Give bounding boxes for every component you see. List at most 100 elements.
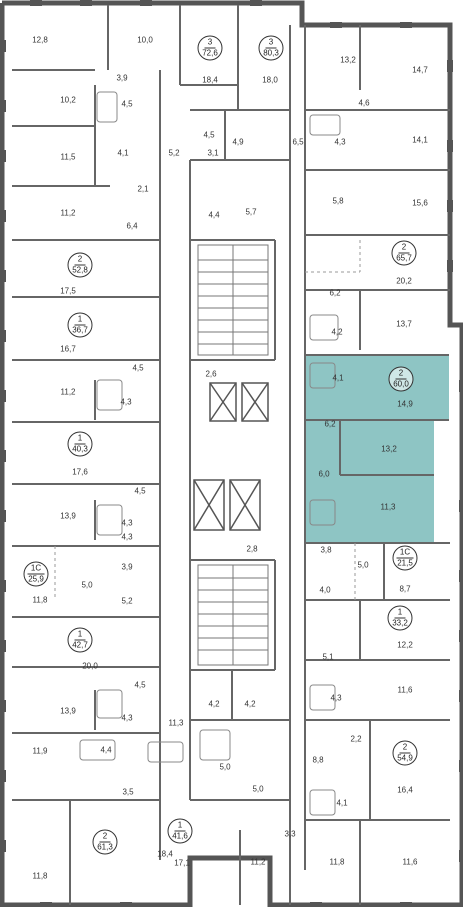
room-area-label: 4,2 <box>208 699 220 709</box>
apartment-rooms: 2 <box>399 743 411 754</box>
room-area-label: 6,0 <box>318 469 330 479</box>
room-area-label: 13,9 <box>60 706 76 716</box>
apartment-area: 72,6 <box>202 48 218 58</box>
room-area-label: 14,1 <box>412 135 428 145</box>
apartment-rooms: 1 <box>394 608 406 619</box>
room-area-label: 5,2 <box>121 596 133 606</box>
room-area-label: 4,3 <box>121 518 133 528</box>
room-area-label: 15,6 <box>412 198 428 208</box>
stairs <box>197 244 269 666</box>
room-area-label: 12,2 <box>397 640 413 650</box>
room-area-label: 5,7 <box>245 207 257 217</box>
apartment-rooms: 1 <box>74 434 86 445</box>
room-area-label: 11,2 <box>60 387 76 397</box>
room-area-label: 14,7 <box>412 65 428 75</box>
room-area-label: 11,6 <box>402 857 418 867</box>
apartment-rooms: 1С <box>27 564 45 575</box>
apartment-area: 60,0 <box>393 379 409 389</box>
room-area-label: 13,2 <box>340 55 356 65</box>
room-area-label: 20,2 <box>396 276 412 286</box>
apartment-rooms: 2 <box>99 832 111 843</box>
room-area-label: 3,9 <box>116 73 128 83</box>
apartment-area: 54,9 <box>397 753 413 763</box>
room-area-label: 4,5 <box>132 363 144 373</box>
apartment-rooms: 3 <box>204 38 216 49</box>
apartment-area: 52,8 <box>72 265 88 275</box>
room-area-label: 11,8 <box>32 871 48 881</box>
room-area-label: 5,2 <box>168 148 180 158</box>
room-area-label: 4,6 <box>358 98 370 108</box>
room-area-label: 14,9 <box>397 399 413 409</box>
room-area-label: 4,4 <box>100 745 112 755</box>
room-area-label: 11,8 <box>32 595 48 605</box>
room-area-label: 2,2 <box>350 734 362 744</box>
room-area-label: 4,3 <box>334 137 346 147</box>
room-area-label: 10,0 <box>137 35 153 45</box>
room-area-label: 13,7 <box>396 319 412 329</box>
room-area-label: 5,0 <box>357 560 369 570</box>
room-area-label: 11,5 <box>60 152 76 162</box>
room-area-label: 3,8 <box>320 545 332 555</box>
room-area-label: 11,6 <box>397 685 413 695</box>
room-area-label: 11,9 <box>32 746 48 756</box>
room-area-label: 4,1 <box>332 373 344 383</box>
apartment-rooms: 2 <box>398 243 410 254</box>
room-area-label: 13,9 <box>60 511 76 521</box>
apartment-rooms: 3 <box>265 38 277 49</box>
bathroom-fixtures <box>79 91 341 816</box>
apartment-area: 80,3 <box>263 48 279 58</box>
room-area-label: 11,2 <box>250 857 266 867</box>
room-area-label: 4,3 <box>121 713 133 723</box>
room-area-label: 4,5 <box>134 486 146 496</box>
room-area-label: 6,2 <box>329 288 341 298</box>
room-area-label: 2,8 <box>246 544 258 554</box>
room-area-label: 8,7 <box>399 584 411 594</box>
apartment-rooms: 1 <box>74 630 86 641</box>
apartment-rooms: 1 <box>74 315 86 326</box>
apartment-area: 42,7 <box>72 640 88 650</box>
room-area-label: 18,4 <box>202 75 218 85</box>
room-area-label: 4,2 <box>331 327 343 337</box>
apartment-area: 25,9 <box>28 574 44 584</box>
apartment-area: 41,6 <box>172 831 188 841</box>
highlighted-apartment-fill <box>305 355 449 543</box>
room-area-label: 4,0 <box>319 585 331 595</box>
room-area-label: 4,1 <box>117 148 129 158</box>
room-area-label: 4,9 <box>232 137 244 147</box>
room-area-label: 2,6 <box>205 369 217 379</box>
room-area-label: 11,8 <box>329 857 345 867</box>
room-area-label: 17,6 <box>72 467 88 477</box>
room-area-label: 8,8 <box>312 755 324 765</box>
apartment-area: 61,3 <box>97 842 113 852</box>
room-area-label: 4,5 <box>134 680 146 690</box>
room-area-label: 5,0 <box>219 762 231 772</box>
room-area-label: 6,2 <box>324 419 336 429</box>
room-area-label: 4,1 <box>336 798 348 808</box>
room-area-label: 4,3 <box>120 397 132 407</box>
